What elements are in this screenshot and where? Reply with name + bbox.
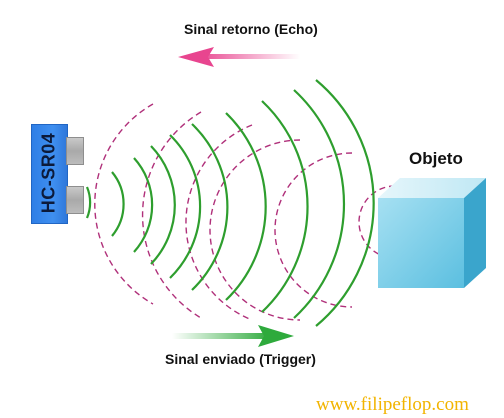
sent-wave-arc xyxy=(150,145,176,265)
sent-wave-arc xyxy=(261,100,309,313)
sensor-label: HC-SR04 xyxy=(38,132,59,214)
echo-wave-arc xyxy=(209,139,301,321)
arrow-right-icon xyxy=(172,325,294,347)
echo-wave-arc xyxy=(274,152,353,308)
sent-signal-label: Sinal enviado (Trigger) xyxy=(165,351,316,367)
sent-waves xyxy=(85,79,375,327)
ultrasonic-sensor-icon xyxy=(31,124,68,224)
sent-wave-arc xyxy=(225,112,267,301)
echo-wave-arc xyxy=(94,103,154,305)
sent-wave-arc xyxy=(111,171,125,237)
transducer-top xyxy=(66,137,84,165)
echo-waves xyxy=(94,103,396,321)
arrow-left-icon xyxy=(178,47,300,67)
return-signal-label: Sinal retorno (Echo) xyxy=(184,21,318,37)
sent-wave-arc xyxy=(85,186,92,219)
sent-wave-arc xyxy=(191,123,229,291)
watermark-text: www.filipeflop.com xyxy=(316,394,469,415)
echo-wave-arc xyxy=(358,185,396,259)
object-label: Objeto xyxy=(409,149,463,168)
echo-wave-arc xyxy=(141,111,202,319)
echo-wave-arc xyxy=(185,124,253,321)
transducer-bottom xyxy=(66,186,84,214)
sent-wave-arc xyxy=(169,134,202,279)
cube-icon xyxy=(378,178,486,288)
sent-wave-arc xyxy=(315,79,375,327)
sent-wave-arc xyxy=(293,89,345,319)
sent-wave-arc xyxy=(133,157,154,253)
